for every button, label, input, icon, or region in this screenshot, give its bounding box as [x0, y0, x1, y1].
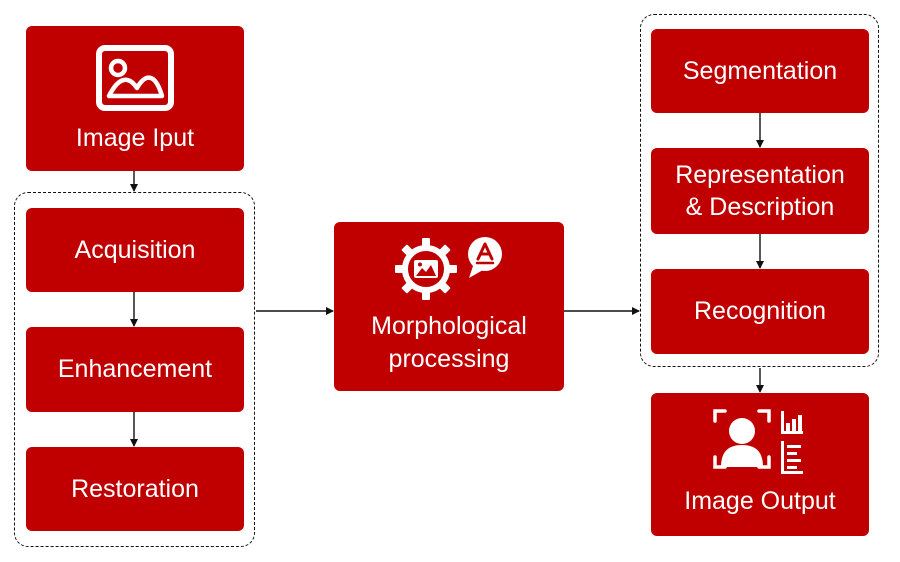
- enhancement-node: Enhancement: [26, 327, 244, 412]
- acquisition-node: Acquisition: [26, 208, 244, 292]
- representation-label-line2: & Description: [685, 193, 835, 221]
- recognition-label: Recognition: [693, 297, 827, 326]
- image-output-node: Image Output: [651, 393, 869, 536]
- gear-image-icon: [393, 236, 459, 302]
- image-input-label: Image Iput: [75, 124, 195, 152]
- face-scan-analytics-icon: [713, 407, 807, 477]
- acquisition-label: Acquisition: [74, 235, 196, 264]
- morphological-label-line1: Morphological: [371, 312, 527, 340]
- text-bubble-icon: [465, 236, 505, 280]
- image-icon: [95, 44, 175, 112]
- morphological-label-line2: processing: [388, 344, 510, 373]
- segmentation-node: Segmentation: [651, 29, 869, 113]
- representation-label-line1: Representation: [675, 160, 845, 189]
- restoration-label: Restoration: [71, 474, 199, 503]
- image-input-node: Image Iput: [26, 26, 244, 171]
- restoration-node: Restoration: [26, 447, 244, 531]
- image-output-label: Image Output: [684, 487, 836, 515]
- representation-node: Representation & Description: [651, 148, 869, 234]
- segmentation-label: Segmentation: [682, 56, 838, 85]
- enhancement-label: Enhancement: [57, 355, 213, 384]
- analysis-group: [640, 14, 879, 367]
- preprocessing-group: [14, 192, 255, 547]
- recognition-node: Recognition: [651, 269, 869, 354]
- morphological-node: Morphological processing: [334, 222, 564, 391]
